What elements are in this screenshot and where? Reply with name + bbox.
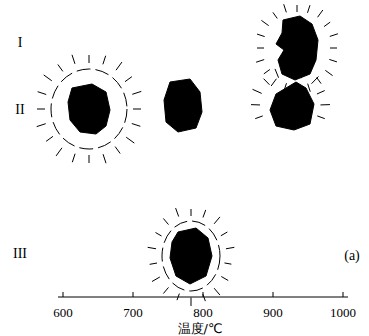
spike: [155, 233, 161, 237]
spike: [148, 247, 156, 248]
spike: [308, 84, 311, 92]
spike: [58, 65, 63, 72]
spike: [317, 116, 325, 119]
spike: [152, 277, 160, 282]
spike: [176, 208, 179, 216]
spike: [271, 79, 276, 86]
spike: [256, 60, 264, 63]
spike: [317, 91, 325, 94]
spike: [163, 218, 168, 224]
axis-tick: [343, 292, 344, 297]
spike: [255, 116, 263, 119]
spike: [264, 69, 270, 73]
grain-blob: [68, 84, 110, 134]
spike: [37, 124, 46, 127]
spike: [221, 277, 228, 281]
dashed-halo: [51, 69, 127, 149]
spike: [312, 77, 319, 84]
grain-blob: [170, 228, 212, 284]
spike: [224, 263, 231, 264]
spike: [320, 104, 329, 105]
spike: [116, 62, 122, 70]
axis-tick-label: 600: [53, 306, 73, 319]
dashed-halos: [51, 69, 220, 291]
spike: [318, 10, 323, 17]
spike: [330, 34, 338, 37]
spike: [257, 48, 264, 49]
spike: [273, 12, 277, 18]
dashed-halo: [162, 221, 220, 291]
spike: [214, 288, 220, 295]
spike: [150, 263, 157, 264]
spike: [163, 287, 168, 293]
spikes: [37, 4, 338, 306]
axis-title: 温度/℃: [178, 322, 223, 335]
axis-tick-label: 700: [123, 306, 143, 319]
grain-blob: [276, 16, 318, 80]
spike: [261, 20, 268, 25]
axis-tick-label: 1000: [330, 306, 356, 319]
panel-label: (a): [344, 249, 360, 263]
spike: [257, 34, 265, 36]
axis-tick-label: 900: [263, 306, 283, 319]
spike: [44, 75, 52, 81]
spike: [214, 217, 220, 224]
spike: [264, 79, 270, 85]
spike: [297, 84, 298, 91]
spike: [191, 298, 192, 307]
spike: [297, 5, 298, 12]
axis-tick-label: 800: [193, 306, 213, 319]
row-label: I: [18, 36, 23, 50]
axis-tick: [273, 292, 274, 297]
spike: [125, 77, 132, 82]
spike: [324, 22, 330, 26]
spike: [72, 55, 75, 64]
spike: [37, 109, 45, 110]
spike: [275, 69, 279, 78]
spike: [203, 210, 206, 218]
spike: [46, 136, 53, 141]
spike: [103, 56, 106, 65]
axis-tick: [133, 292, 134, 297]
axis-tick: [203, 292, 204, 297]
spike: [308, 5, 310, 13]
spike: [126, 137, 134, 143]
row-label: II: [15, 103, 24, 117]
spike: [89, 55, 90, 63]
spike: [72, 154, 75, 163]
spike: [133, 109, 141, 110]
spike: [329, 59, 337, 61]
axis-tick: [63, 292, 64, 297]
spike: [253, 89, 262, 93]
spike: [226, 247, 234, 248]
spike: [290, 69, 291, 77]
grains: [68, 16, 318, 284]
spike: [221, 232, 227, 236]
spike: [132, 124, 141, 127]
row-label: III: [13, 247, 27, 261]
spike: [103, 154, 106, 163]
spike: [89, 155, 90, 163]
spike: [132, 91, 141, 94]
temperature-axis: [58, 292, 348, 297]
spike: [330, 48, 337, 49]
spike: [38, 92, 47, 95]
spike: [284, 83, 286, 91]
spike: [317, 78, 321, 84]
spike: [251, 104, 260, 105]
spike: [191, 209, 192, 216]
spike: [284, 4, 287, 12]
grain-blob: [164, 79, 202, 132]
spike: [325, 70, 332, 75]
spike: [56, 148, 62, 156]
spike: [301, 70, 304, 78]
grain-blob: [270, 82, 314, 130]
spike: [115, 147, 120, 154]
